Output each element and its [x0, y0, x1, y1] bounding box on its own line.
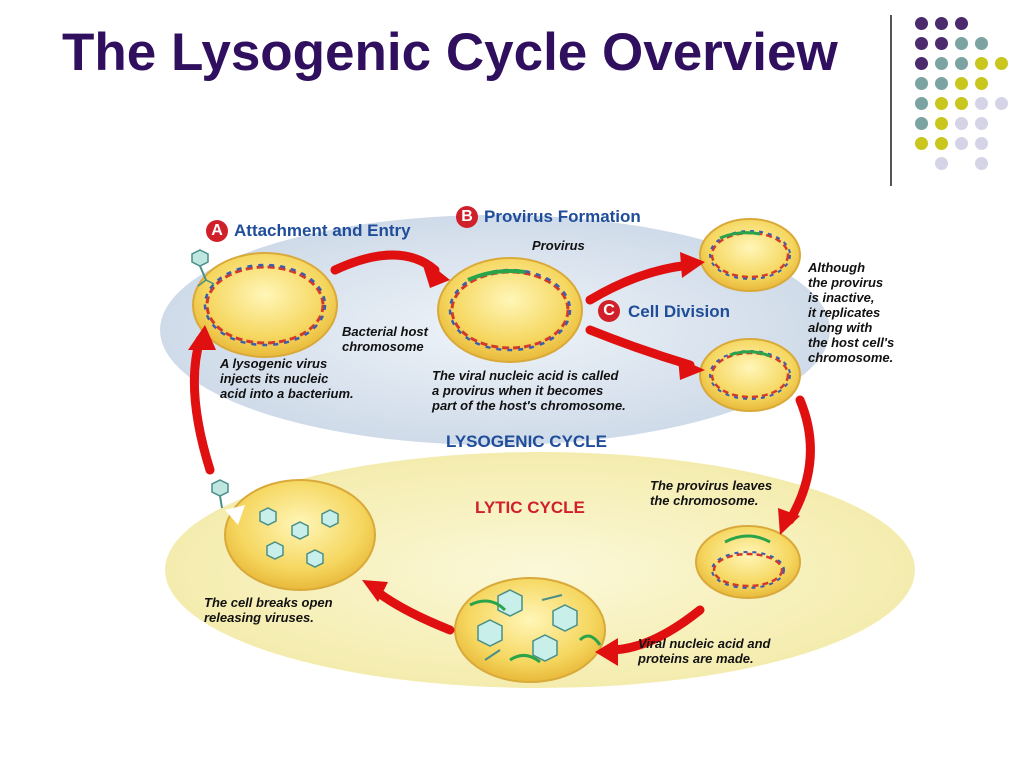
- page-title: The Lysogenic Cycle Overview: [62, 23, 838, 82]
- arrowheads: [188, 252, 800, 666]
- dot: [995, 97, 1008, 110]
- dot: [955, 57, 968, 70]
- dot: [975, 137, 988, 150]
- dot: [935, 57, 948, 70]
- dot: [915, 117, 928, 130]
- dot: [915, 17, 928, 30]
- dot: [915, 57, 928, 70]
- cell-division-top: [699, 218, 801, 292]
- dot: [915, 97, 928, 110]
- provirus-label: Provirus: [532, 238, 585, 253]
- dot: [935, 157, 948, 170]
- decorative-dot-grid: [905, 10, 1015, 170]
- inject-caption: A lysogenic virus injects its nucleic ac…: [220, 356, 354, 401]
- replicates-caption: Although the provirus is inactive, it re…: [808, 260, 895, 365]
- dot: [975, 97, 988, 110]
- dot: [955, 117, 968, 130]
- cell-provirus-leaves: [695, 525, 801, 599]
- leaves-caption: The provirus leaves the chromosome.: [650, 478, 773, 508]
- dot: [955, 17, 968, 30]
- dot: [935, 97, 948, 110]
- cell-division-bottom: [699, 338, 801, 412]
- dot: [935, 17, 948, 30]
- bacterial-host-label: Bacterial host chromosome: [342, 324, 428, 354]
- cell-attachment: [192, 252, 338, 358]
- dot: [995, 57, 1008, 70]
- dot: [975, 157, 988, 170]
- dot: [915, 37, 928, 50]
- step-b-badge: B: [456, 206, 478, 228]
- cell-lysis: [224, 479, 376, 591]
- dot: [915, 77, 928, 90]
- escaping-phage-icon: [211, 479, 229, 509]
- dot: [975, 37, 988, 50]
- made-caption: Viral nucleic acid and proteins are made…: [638, 636, 771, 666]
- dot: [915, 137, 928, 150]
- lysogenic-cycle-label: LYSOGENIC CYCLE: [446, 432, 607, 451]
- dot: [955, 37, 968, 50]
- breaks-caption: The cell breaks open releasing viruses.: [204, 595, 333, 625]
- dot: [935, 77, 948, 90]
- dot: [935, 117, 948, 130]
- step-a-badge: A: [206, 220, 228, 242]
- step-b-label: Provirus Formation: [484, 207, 641, 226]
- diagram-graphics: [160, 215, 915, 688]
- dot: [975, 117, 988, 130]
- dot: [935, 137, 948, 150]
- dot: [955, 77, 968, 90]
- title-divider: [890, 15, 892, 186]
- provirus-caption: The viral nucleic acid is called a provi…: [432, 368, 626, 413]
- dot: [955, 97, 968, 110]
- dot: [975, 57, 988, 70]
- cell-replication: [454, 577, 606, 683]
- dot: [935, 37, 948, 50]
- step-c-badge: C: [598, 300, 620, 322]
- dot: [975, 77, 988, 90]
- step-c-label: Cell Division: [628, 302, 731, 321]
- lysogenic-cycle-diagram: A Attachment and Entry B Provirus Format…: [150, 190, 930, 710]
- phage-icon: [191, 249, 215, 287]
- lytic-cycle-label: LYTIC CYCLE: [475, 498, 585, 517]
- step-a-label: Attachment and Entry: [234, 221, 411, 240]
- dot: [955, 137, 968, 150]
- cell-provirus: [437, 257, 583, 363]
